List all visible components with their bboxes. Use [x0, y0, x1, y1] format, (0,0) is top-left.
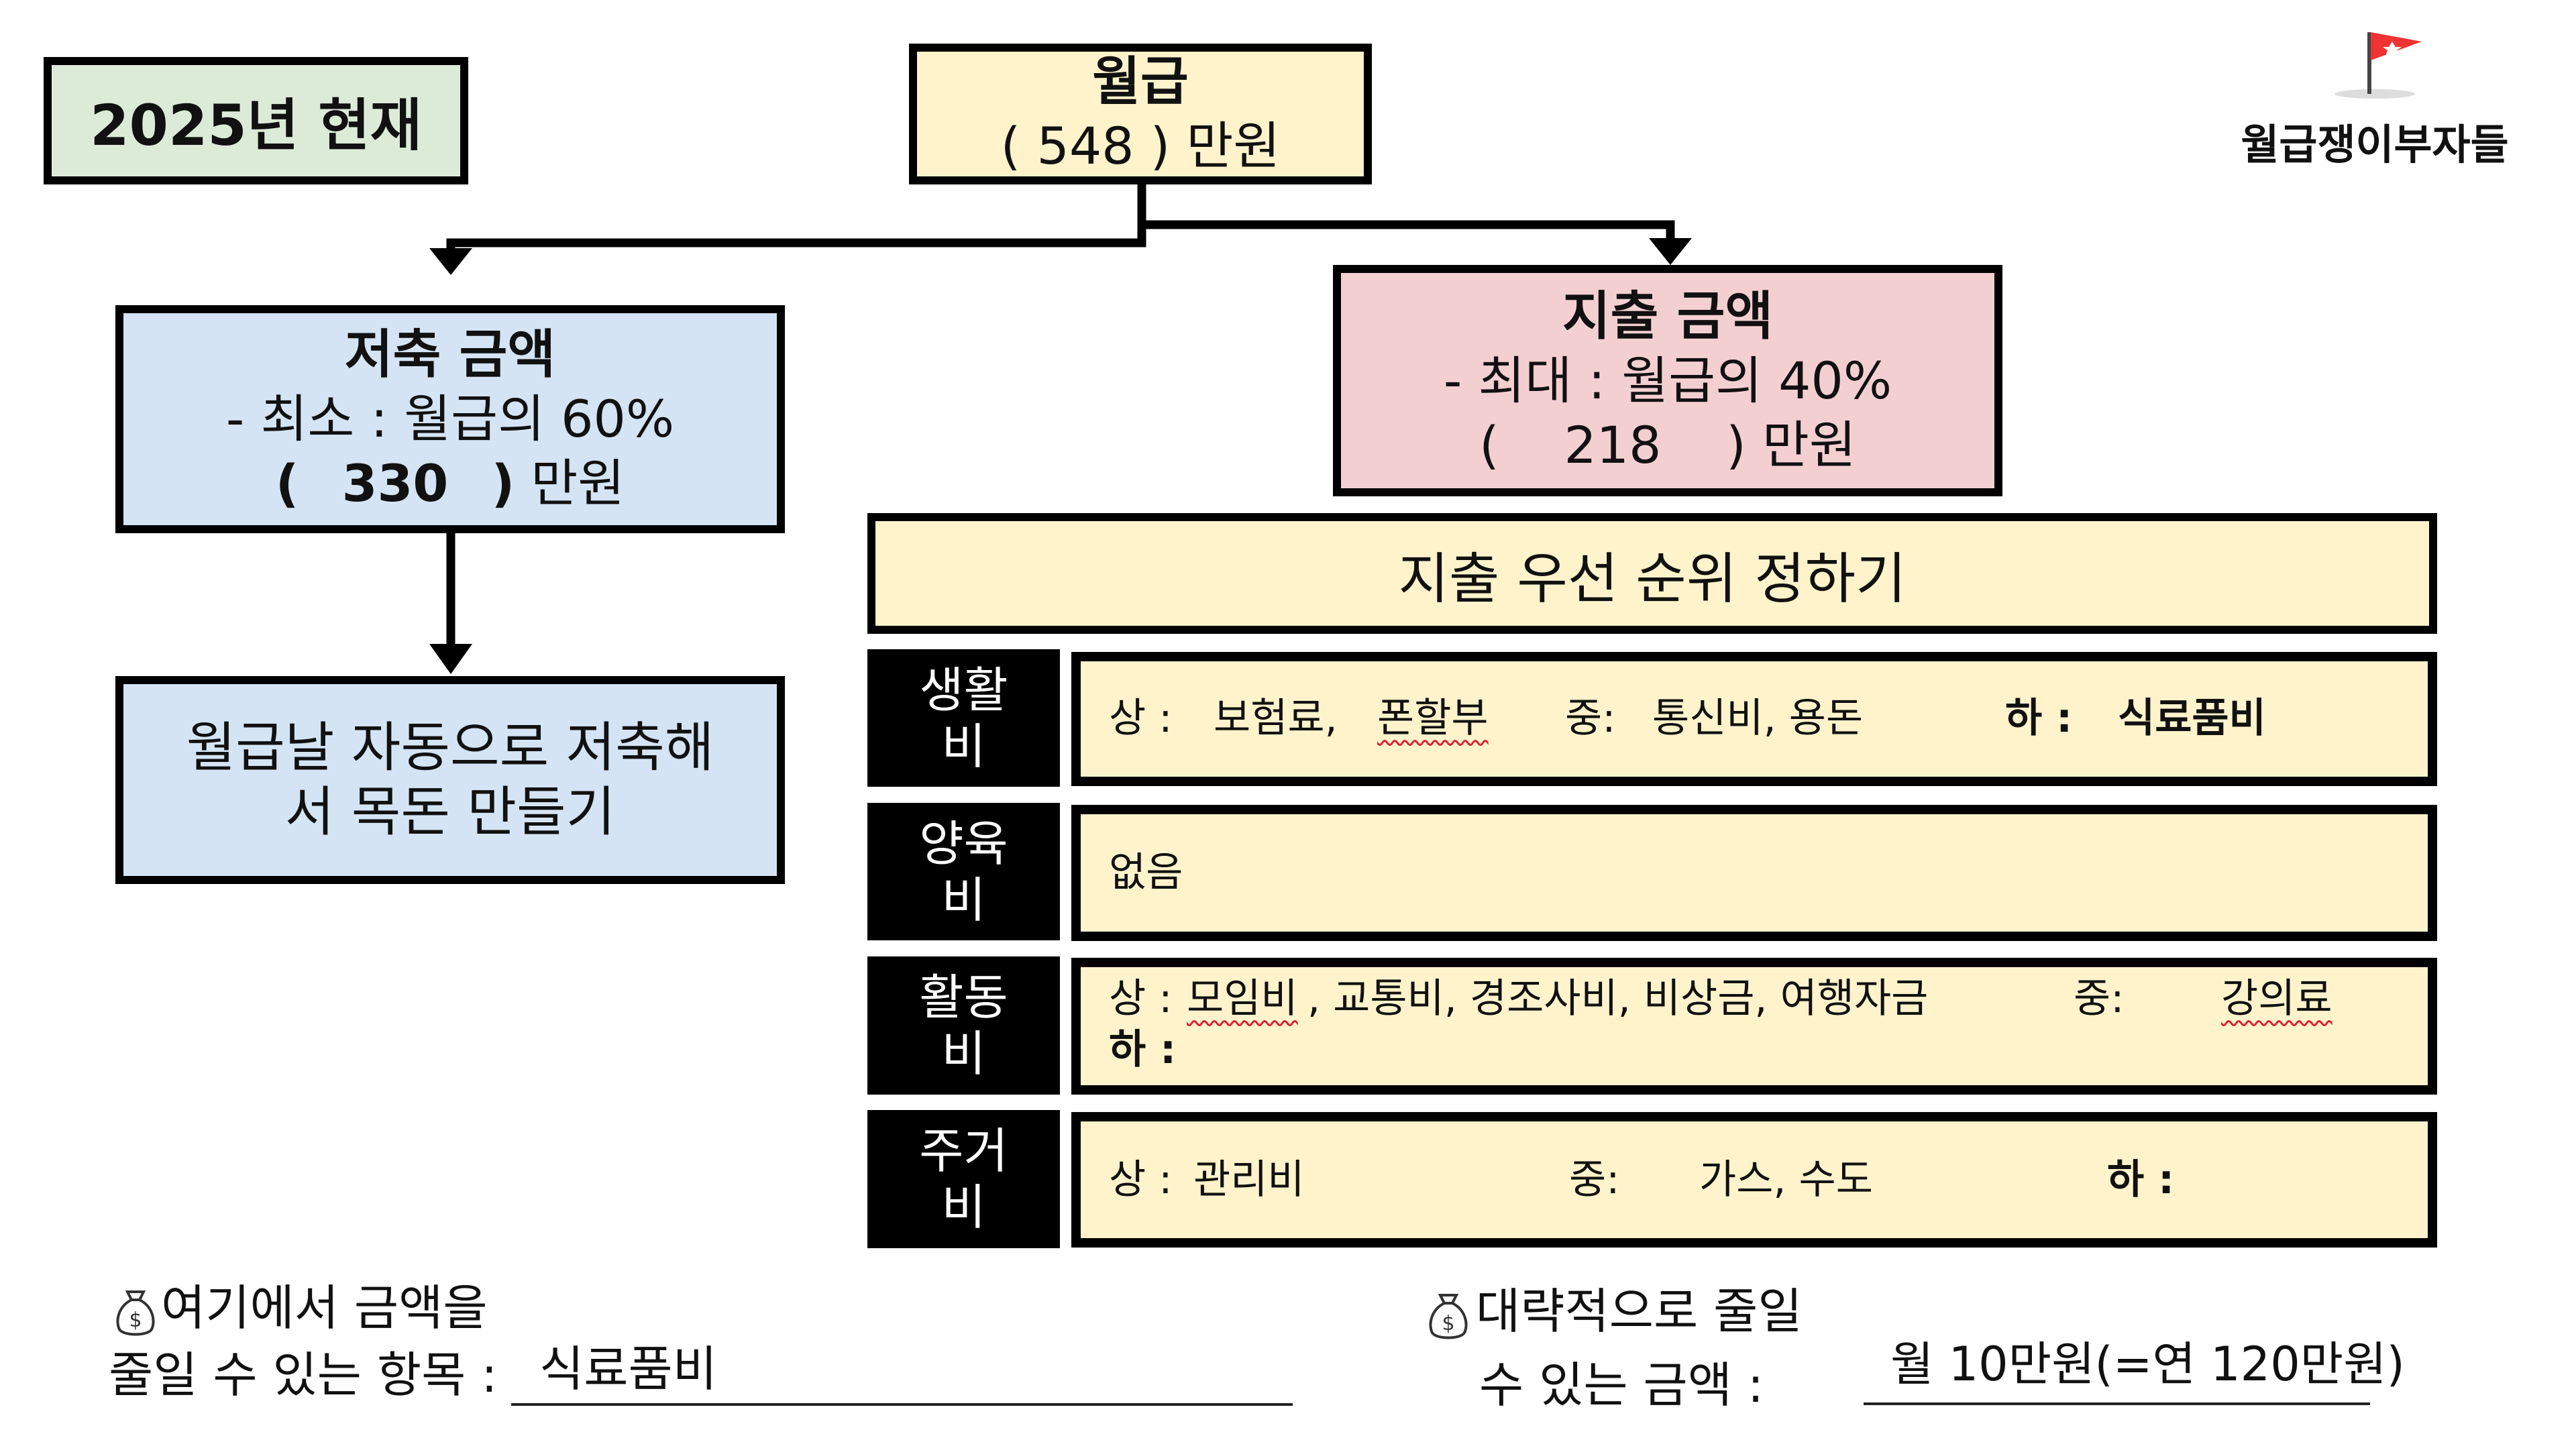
spending-amount: ( 218 ) 만원 — [1479, 415, 1856, 475]
activity-low-label: 하 : — [1109, 1026, 1177, 1073]
flag-icon — [2334, 32, 2422, 99]
housing-mid-label: 중: — [1569, 1156, 1620, 1203]
row-label-living-line2: 비 — [941, 718, 986, 775]
living-low-label: 하 : — [2005, 695, 2073, 742]
living-low-items: 식료품비 — [2118, 695, 2266, 742]
row-label-housing: 주거 비 — [867, 1110, 1060, 1248]
row-box-housing: 상 : 관리비 중: 가스, 수도 하 : — [1071, 1112, 2437, 1248]
row-box-childcare: 없음 — [1071, 805, 2437, 941]
footer-right-field: 월 10만원(=연 120만원) — [1864, 1331, 2405, 1405]
savings-amount-unit: 만원 — [531, 453, 625, 513]
row-label-childcare-line1: 양육 — [919, 815, 1008, 872]
savings-title: 저축 금액 — [344, 325, 556, 385]
row-label-activity-line2: 비 — [941, 1026, 986, 1082]
salary-title: 월급 — [1092, 52, 1189, 112]
housing-high-label: 상 : — [1109, 1156, 1173, 1203]
footer-left-value: 식료품비 — [539, 1341, 717, 1397]
salary-box: 월급 ( 548 ) 만원 — [909, 44, 1372, 184]
activity-mid-items: 강의료 — [2221, 975, 2332, 1022]
footer-right-line1: 대략적으로 줄일 — [1476, 1283, 1803, 1339]
living-high-label: 상 : — [1109, 695, 1173, 742]
housing-mid-items: 가스, 수도 — [1699, 1156, 1873, 1203]
money-bag-icon: $ — [116, 1290, 155, 1336]
year-badge: 2025년 현재 — [44, 57, 468, 184]
row-label-living-line1: 생활 — [919, 661, 1008, 718]
arrowhead-savings — [429, 248, 472, 275]
connector-salary-to-spending — [1137, 182, 1675, 241]
logo-text: 월급쟁이부자들 — [2241, 120, 2509, 169]
savings-amount-close: ) — [491, 453, 515, 513]
arrowhead-auto — [429, 644, 472, 674]
row-label-childcare: 양육 비 — [867, 803, 1060, 940]
row-label-activity-line1: 활동 — [919, 969, 1008, 1026]
savings-amount-value: 330 — [341, 453, 449, 513]
logo: 월급쟁이부자들 — [2227, 27, 2522, 174]
spending-rule: - 최대 : 월급의 40% — [1443, 350, 1892, 410]
footer-right-value: 월 10만원(=연 120만원) — [1890, 1337, 2405, 1392]
footer-left-line1: 여기에서 금액을 — [161, 1280, 488, 1336]
priority-header: 지출 우선 순위 정하기 — [867, 513, 2437, 634]
housing-high-items: 관리비 — [1193, 1156, 1305, 1203]
living-high-items-2: 폰할부 — [1377, 695, 1489, 742]
row-label-living: 생활 비 — [867, 649, 1060, 787]
living-mid-label: 중: — [1565, 695, 1616, 742]
salary-amount: ( 548 ) 만원 — [1000, 116, 1281, 176]
connector-salary-to-savings — [446, 182, 1146, 255]
activity-high-label: 상 : — [1109, 975, 1173, 1022]
row-box-living: 상 : 보험료, 폰할부 중: 통신비, 용돈 하 : 식료품비 — [1071, 652, 2437, 786]
year-badge-text: 2025년 현재 — [90, 92, 422, 158]
row-label-activity: 활동 비 — [867, 956, 1060, 1095]
housing-low-label: 하 : — [2107, 1156, 2175, 1203]
savings-box: 저축 금액 - 최소 : 월급의 60% ( 330 ) 만원 — [115, 305, 785, 533]
auto-save-box: 월급날 자동으로 저축해 서 목돈 만들기 — [115, 676, 785, 884]
priority-title: 지출 우선 순위 정하기 — [1398, 547, 1907, 611]
svg-text:$: $ — [1442, 1312, 1454, 1335]
svg-text:$: $ — [129, 1309, 142, 1332]
money-bag-icon-2: $ — [1429, 1294, 1468, 1339]
living-high-items: 보험료, — [1214, 695, 1338, 742]
savings-rule: - 최소 : 월급의 60% — [225, 389, 675, 449]
footer-left-field: 식료품비 — [511, 1335, 1293, 1406]
row-box-activity: 상 : 모임비 , 교통비, 경조사비, 비상금, 여행자금 중: 강의료 하 … — [1071, 958, 2437, 1095]
spending-title: 지출 금액 — [1562, 286, 1774, 347]
childcare-text: 없음 — [1109, 849, 1183, 896]
footer-left-line2: 줄일 수 있는 항목 : — [109, 1347, 498, 1403]
activity-high-items-b: , 교통비, 경조사비, 비상금, 여행자금 — [1307, 975, 1929, 1022]
footer-right-line2: 수 있는 금액 : — [1479, 1357, 1764, 1413]
savings-amount: ( 330 ) 만원 — [276, 451, 625, 516]
row-label-childcare-line2: 비 — [941, 871, 986, 928]
spending-box: 지출 금액 - 최대 : 월급의 40% ( 218 ) 만원 — [1333, 265, 2002, 496]
auto-save-line2: 서 목돈 만들기 — [284, 781, 616, 843]
row-label-housing-line2: 비 — [941, 1179, 986, 1235]
row-label-housing-line1: 주거 — [919, 1123, 1008, 1179]
activity-mid-label: 중: — [2074, 975, 2125, 1022]
arrowhead-spending — [1649, 238, 1692, 265]
living-mid-items: 통신비, 용돈 — [1652, 695, 1864, 742]
savings-amount-open: ( — [275, 453, 299, 513]
auto-save-line1: 월급날 자동으로 저축해 — [186, 716, 714, 779]
activity-high-items-a: 모임비 — [1187, 975, 1298, 1022]
